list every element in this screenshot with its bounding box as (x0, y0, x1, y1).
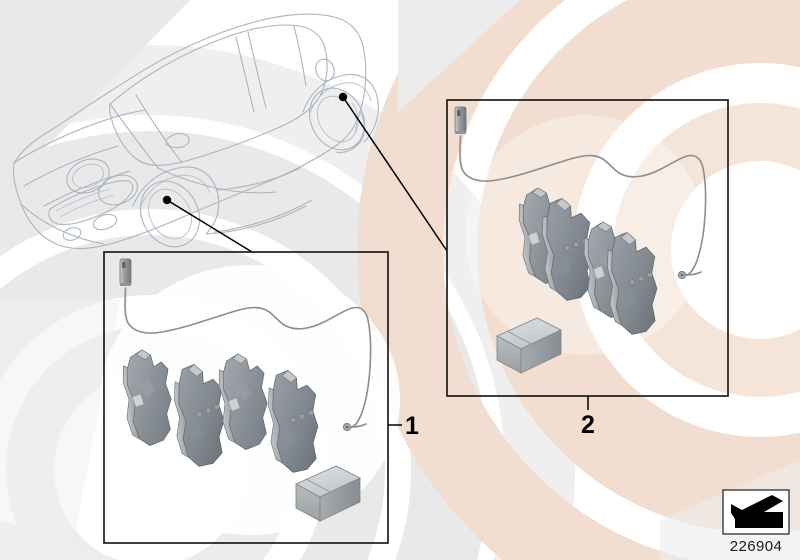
wear-sensor-eyelet-2 (677, 270, 702, 280)
vehicle-outline-illustration (12, 13, 379, 250)
callout-number-1: 1 (405, 412, 419, 440)
callout-number-2: 2 (581, 411, 595, 439)
leader-line-1 (166, 199, 253, 253)
brake-pad-1a (122, 349, 172, 446)
panel-2-rear-brake-set[interactable] (446, 99, 729, 397)
wear-sensor-connector-1 (119, 258, 132, 286)
wear-sensor-eyelet-1 (342, 422, 367, 432)
brake-pad-1d (268, 370, 319, 473)
callout-leader-lines (162, 92, 448, 253)
leader-dot-front-wheel (162, 195, 172, 205)
leader-line-2 (342, 96, 448, 252)
wear-sensor-wire-1 (124, 287, 372, 429)
brake-pad-2b (542, 198, 593, 301)
accessory-carton-1 (295, 465, 361, 522)
panel-1-front-brake-set[interactable] (103, 251, 389, 544)
wear-sensor-wire-2 (459, 135, 707, 277)
part-number-label: 226904 (730, 538, 782, 555)
brake-pad-1c (218, 353, 268, 450)
arrow-pointer-icon (722, 489, 790, 535)
footer-block: 226904 (722, 489, 790, 555)
accessory-carton-2 (496, 317, 562, 374)
wear-sensor-connector-2 (454, 106, 467, 134)
brake-pad-2d (607, 232, 658, 335)
panel-1-border (103, 251, 389, 544)
leader-dot-rear-wheel (338, 92, 348, 102)
brake-pad-1b (174, 364, 225, 467)
callout-labels: 1 2 (388, 396, 595, 440)
